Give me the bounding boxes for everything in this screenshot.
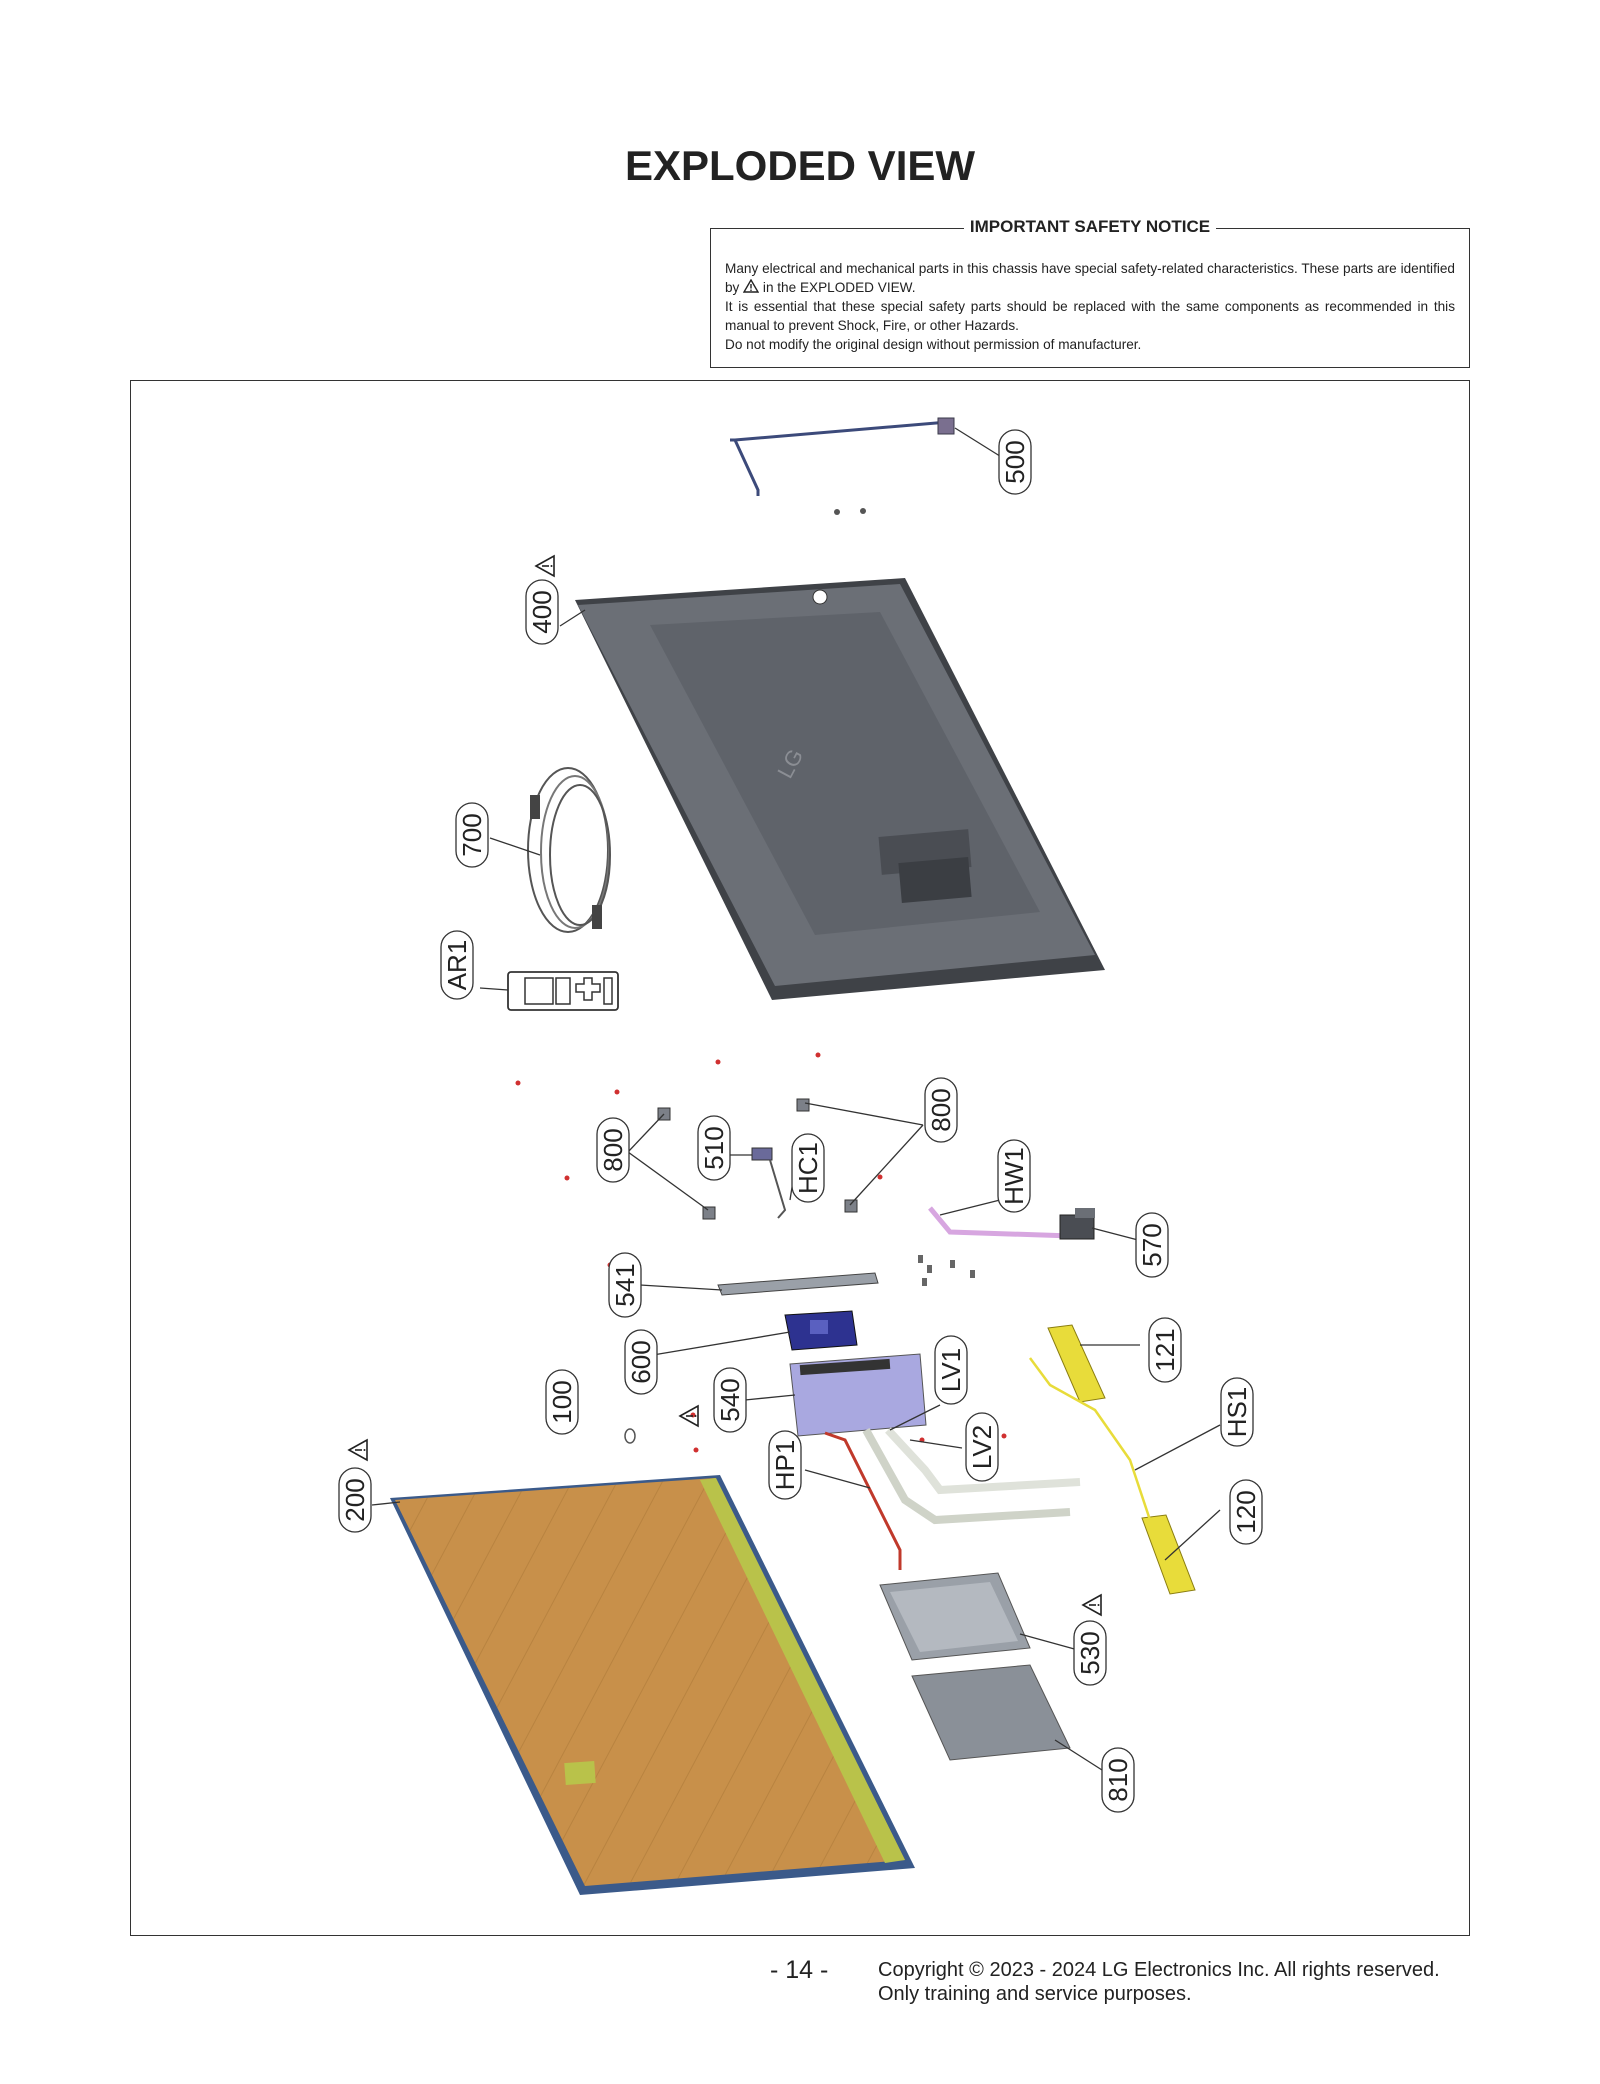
callout-540-label: 540 <box>715 1378 745 1421</box>
callout-541-label: 541 <box>610 1263 640 1306</box>
callout-120-label: 120 <box>1231 1490 1261 1533</box>
part-speakers <box>1028 1324 1196 1595</box>
part-810-shield <box>911 1664 1071 1761</box>
usage-text: Only training and service purposes. <box>878 1983 1192 2005</box>
part-HP1-cable <box>824 1431 902 1570</box>
callout-400-label: 400 <box>527 590 557 633</box>
safety-notice-body: Many electrical and mechanical parts in … <box>725 259 1455 354</box>
part-541-bar <box>717 1272 879 1296</box>
callout-700: 700 <box>455 802 489 868</box>
callout-LV1: LV1 <box>934 1335 968 1405</box>
copyright-text: Copyright © 2023 - 2024 LG Electronics I… <box>878 1959 1440 1981</box>
callout-810-label: 810 <box>1103 1758 1133 1801</box>
callout-600: 600 <box>624 1329 658 1395</box>
part-100-ring <box>624 1428 636 1444</box>
callout-121: 121 <box>1148 1317 1182 1383</box>
callout-HW1-label: HW1 <box>999 1147 1029 1205</box>
callout-810: 810 <box>1101 1747 1135 1813</box>
page-title: EXPLODED VIEW <box>624 142 976 189</box>
callout-510-label: 510 <box>699 1126 729 1169</box>
callout-600-label: 600 <box>626 1340 656 1383</box>
callout-800b: 800 <box>924 1077 958 1143</box>
callout-121-label: 121 <box>1150 1328 1180 1371</box>
callout-200-label: 200 <box>340 1478 370 1521</box>
callout-540: 540 <box>713 1367 747 1433</box>
callout-100-label: 100 <box>547 1380 577 1423</box>
callout-510: 510 <box>697 1115 731 1181</box>
warning-triangle-icon <box>743 279 760 293</box>
callout-LV2-label: LV2 <box>967 1425 997 1469</box>
callout-HC1-label: HC1 <box>793 1142 823 1194</box>
exploded-view-frame <box>130 380 1470 1936</box>
callout-800a: 800 <box>596 1117 630 1183</box>
callout-LV1-label: LV1 <box>936 1348 966 1392</box>
part-510-board <box>751 1147 787 1219</box>
part-AR1-accessory <box>507 971 619 1011</box>
callout-570: 570 <box>1135 1212 1169 1278</box>
callout-LV2: LV2 <box>965 1412 999 1482</box>
safety-notice-title: IMPORTANT SAFETY NOTICE <box>963 217 1217 236</box>
part-530-power-board <box>879 1572 1031 1661</box>
part-400-back-cover: LG <box>575 578 1105 1000</box>
safety-notice-box: IMPORTANT SAFETY NOTICE Many electrical … <box>710 217 1470 368</box>
part-600-board <box>784 1310 858 1351</box>
callout-AR1: AR1 <box>440 930 474 1000</box>
callout-HS1: HS1 <box>1220 1377 1254 1447</box>
part-500-cable <box>730 417 955 515</box>
part-540-mainboard <box>789 1353 927 1437</box>
leader-lines <box>371 427 1221 1771</box>
callout-HW1: HW1 <box>997 1139 1031 1213</box>
part-700-power-cord <box>527 767 611 933</box>
callout-800a-label: 800 <box>598 1128 628 1171</box>
callout-570-label: 570 <box>1137 1223 1167 1266</box>
callout-800b-label: 800 <box>926 1088 956 1131</box>
callout-541: 541 <box>608 1252 642 1318</box>
callout-200: 200 <box>338 1467 372 1533</box>
safety-notice-line1-end: in the EXPLODED VIEW. <box>762 280 916 295</box>
part-200-panel <box>390 1475 915 1895</box>
callout-AR1-label: AR1 <box>442 940 472 991</box>
callout-HP1: HP1 <box>768 1430 802 1500</box>
page-number: - 14 - <box>770 1956 829 1984</box>
callout-700-label: 700 <box>457 813 487 856</box>
callout-500: 500 <box>998 429 1032 495</box>
callout-HS1-label: HS1 <box>1222 1387 1252 1438</box>
callout-500-label: 500 <box>1000 440 1030 483</box>
callout-HC1: HC1 <box>791 1133 825 1203</box>
callout-400: 400 <box>525 579 559 645</box>
callout-120: 120 <box>1229 1479 1263 1545</box>
safety-notice-line2: It is essential that these special safet… <box>725 299 1455 333</box>
callout-100: 100 <box>545 1369 579 1435</box>
callout-530: 530 <box>1073 1620 1107 1686</box>
callout-HP1-label: HP1 <box>770 1440 800 1491</box>
callout-530-label: 530 <box>1075 1631 1105 1674</box>
safety-notice-line3: Do not modify the original design withou… <box>725 337 1142 352</box>
safety-notice-line1: Many electrical and mechanical parts in … <box>725 261 1455 295</box>
part-HW1-cable <box>928 1206 1095 1240</box>
copyright-block: Copyright © 2023 - 2024 LG Electronics I… <box>878 1958 1440 2006</box>
screw-cluster <box>918 1255 975 1286</box>
part-LV-cables <box>862 1427 1081 1525</box>
